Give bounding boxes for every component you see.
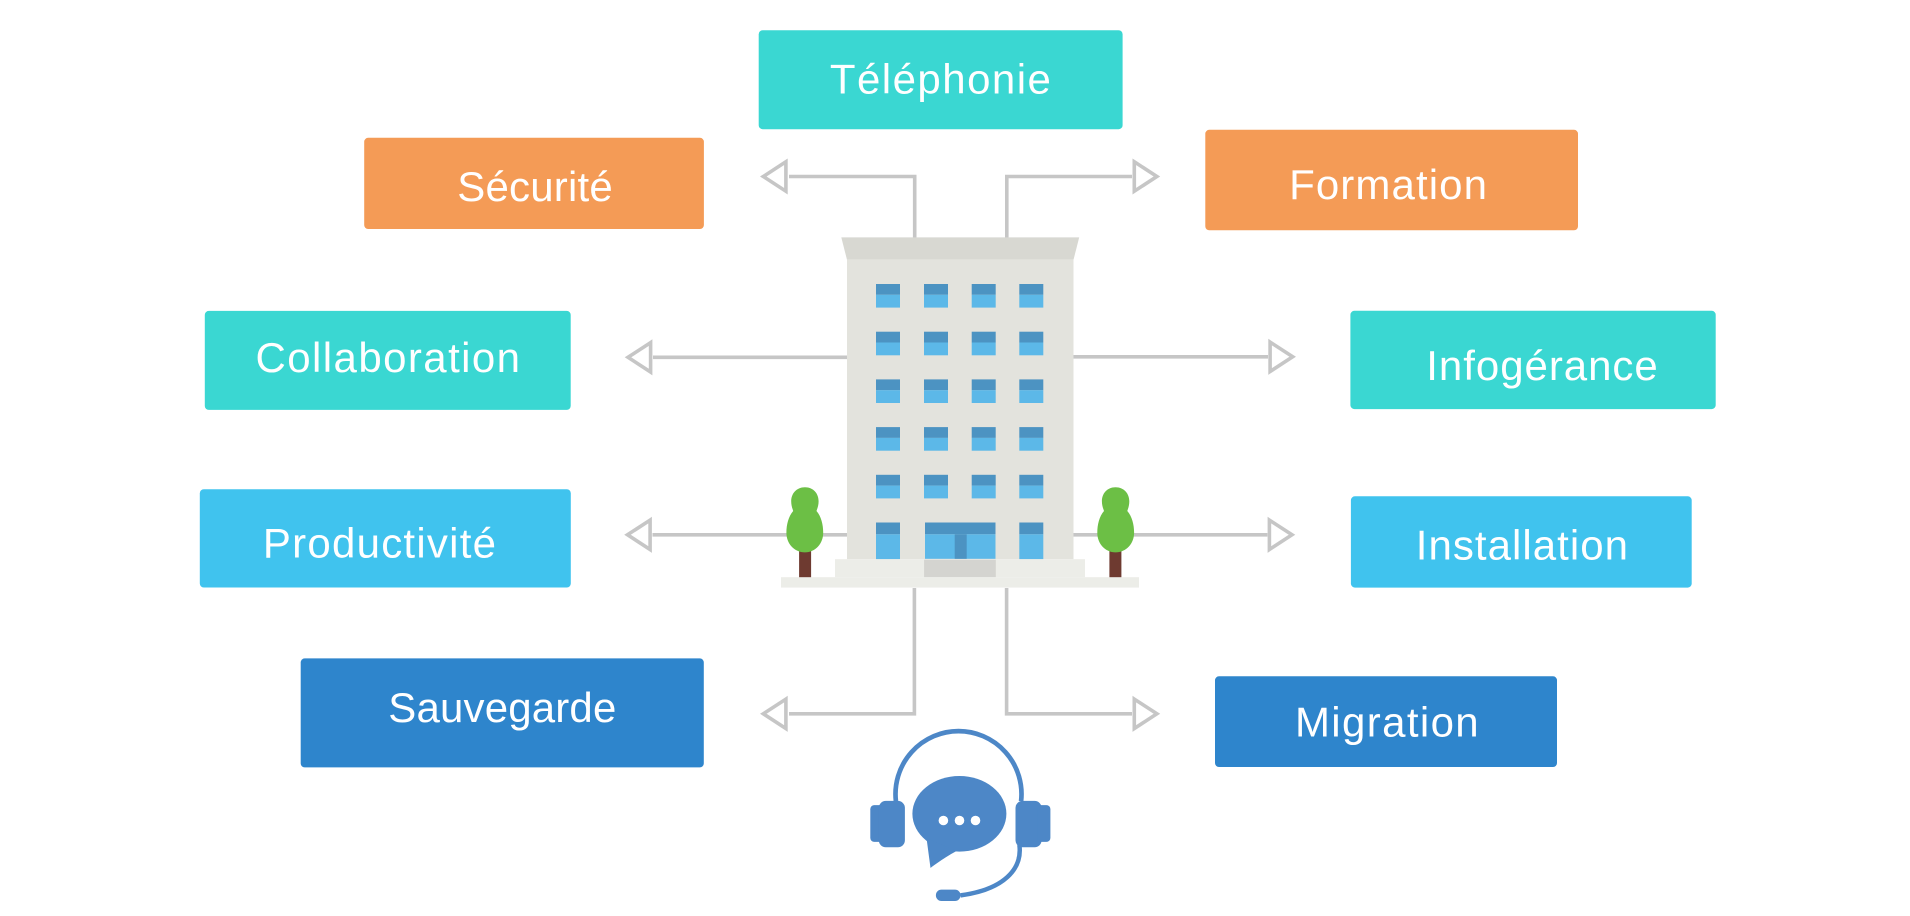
svg-text:Collaboration: Collaboration xyxy=(256,334,522,381)
svg-text:Formation: Formation xyxy=(1289,161,1488,208)
svg-text:Téléphonie: Téléphonie xyxy=(830,56,1053,103)
svg-text:Sauvegarde: Sauvegarde xyxy=(388,684,616,731)
svg-text:Sécurité: Sécurité xyxy=(457,163,613,210)
svg-text:Migration: Migration xyxy=(1295,698,1480,745)
svg-text:Installation: Installation xyxy=(1416,522,1629,569)
svg-text:Infogérance: Infogérance xyxy=(1426,342,1658,389)
svg-text:Productivité: Productivité xyxy=(263,520,497,567)
